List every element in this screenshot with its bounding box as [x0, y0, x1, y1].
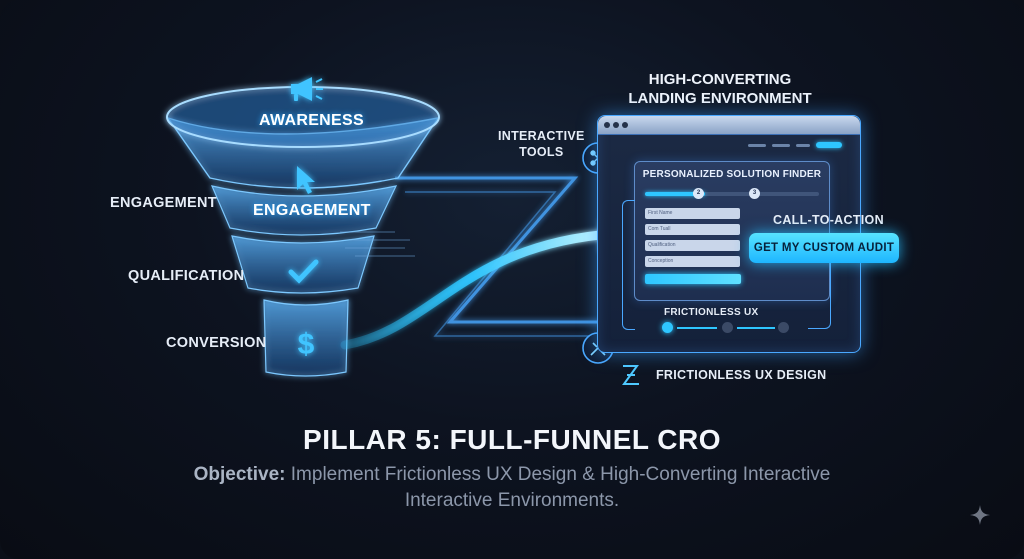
- window-dot-icon: [613, 122, 619, 128]
- frictionless-ux-flow-label: FRICTIONLESS UX: [664, 307, 759, 318]
- progress-step: 3: [749, 188, 760, 199]
- dollar-icon: $: [298, 328, 315, 361]
- nav-stub: [772, 144, 790, 147]
- data-streaks: [340, 231, 415, 257]
- window-dot-icon: [622, 122, 628, 128]
- side-label-conversion: CONVERSION: [166, 335, 267, 351]
- page-title: PILLAR 5: FULL-FUNNEL CRO: [303, 424, 721, 455]
- objective-line2: Interactive Environments.: [404, 490, 620, 511]
- frictionless-ux-design-label: FRICTIONLESS UX DESIGN: [656, 368, 827, 382]
- panel-title: PERSONALIZED SOLUTION FINDER: [642, 169, 822, 180]
- nav-cta-stub[interactable]: [816, 142, 842, 148]
- objective-label: Objective:: [193, 464, 286, 485]
- progress-fill: [645, 192, 705, 196]
- funnel: [166, 86, 440, 377]
- frictionless-ux-icon: [622, 365, 639, 385]
- progress-step: 2: [693, 188, 704, 199]
- browser-title-bar: [598, 116, 860, 135]
- first-name-field[interactable]: First Name: [645, 208, 740, 219]
- panel-bracket-right: [808, 246, 831, 329]
- panel-bracket: [622, 200, 635, 330]
- progress-track: [645, 192, 819, 196]
- nav-stub: [748, 144, 766, 147]
- interactive-tools-label: INTERACTIVE TOOLS: [498, 128, 585, 160]
- objective-text: Objective: Implement Frictionless UX Des…: [112, 462, 912, 514]
- objective-line1: Implement Frictionless UX Design & High-…: [290, 464, 831, 485]
- interactive-tools-line1: INTERACTIVE: [498, 129, 585, 143]
- landing-title-line1: HIGH-CONVERTING: [648, 71, 792, 88]
- sparkle-icon: [970, 505, 990, 525]
- landing-title: HIGH-CONVERTING LANDING ENVIRONMENT: [610, 70, 830, 108]
- submit-button[interactable]: [645, 274, 741, 284]
- side-label-engagement: ENGAGEMENT: [110, 195, 217, 211]
- cta-label: CALL-TO-ACTION: [773, 213, 884, 227]
- side-label-qualification: QUALIFICATION: [128, 268, 245, 284]
- interactive-tools-line2: TOOLS: [519, 145, 564, 159]
- flow-step-active: [662, 322, 673, 333]
- solution-finder-panel: PERSONALIZED SOLUTION FINDER 2 3 First N…: [634, 161, 830, 301]
- nav-stub: [796, 144, 810, 147]
- qualification-field[interactable]: Qualification: [645, 240, 740, 251]
- flow-step: [722, 322, 733, 333]
- checkmark-icon: [288, 259, 319, 284]
- window-dot-icon: [604, 122, 610, 128]
- megaphone-icon: [291, 77, 323, 101]
- flow-arrow-icon: [677, 327, 717, 329]
- conception-field[interactable]: Conception: [645, 256, 740, 267]
- flow-step: [778, 322, 789, 333]
- conversion-flow-arrow: [340, 220, 630, 350]
- company-field[interactable]: Com Tuall: [645, 224, 740, 235]
- landing-title-line2: LANDING ENVIRONMENT: [628, 90, 812, 107]
- get-custom-audit-button[interactable]: GET MY CUSTOM AUDIT: [749, 233, 899, 263]
- cursor-icon: [297, 166, 315, 194]
- funnel-stage-engagement: ENGAGEMENT: [253, 202, 371, 219]
- funnel-stage-awareness: AWARENESS: [259, 112, 364, 129]
- flow-arrow-icon: [737, 327, 775, 329]
